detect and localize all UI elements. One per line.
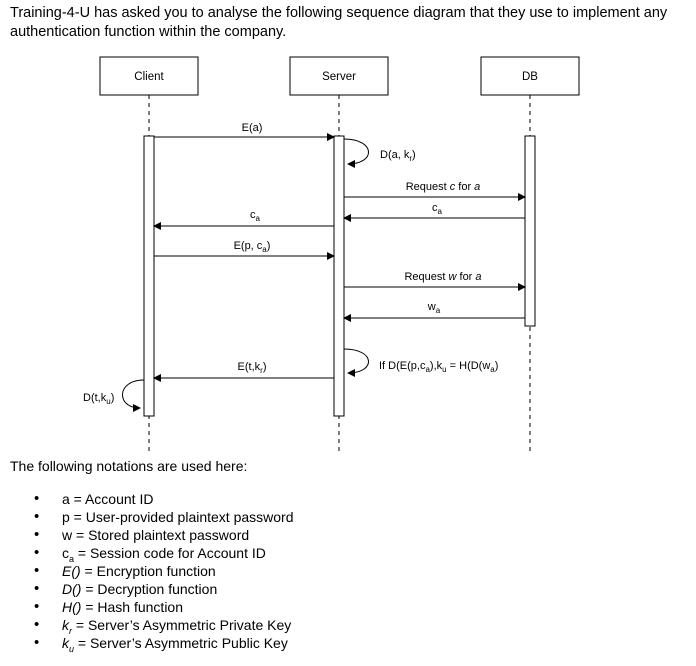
notation-item: p = User-provided plaintext password xyxy=(34,508,293,526)
self-arrow-decrypt-a xyxy=(343,138,369,168)
server-activation xyxy=(333,135,345,417)
label-client-decrypt: D(t,ku) xyxy=(83,392,114,406)
db-activation xyxy=(524,135,536,327)
actor-client-label: Client xyxy=(134,71,164,83)
actor-db: DB xyxy=(480,56,580,96)
actor-client: Client xyxy=(99,56,199,96)
notation-item: ca = Session code for Account ID xyxy=(34,544,294,564)
self-arrow-verify xyxy=(343,348,369,377)
label-request-w: Request w for a xyxy=(404,271,481,283)
label-request-c: Request c for a xyxy=(406,181,481,193)
sequence-diagram: Client Server DB E(a) D(a, kr) Request c… xyxy=(83,56,580,452)
notation-item: kr = Server’s Asymmetric Private Key xyxy=(34,616,294,636)
notation-item: E() = Encryption function xyxy=(34,562,294,580)
label-decrypt-a: D(a, kr) xyxy=(380,149,416,163)
notation-item: w = Stored plaintext password xyxy=(34,526,294,544)
notations-list: a = Account ID p = User-provided plainte… xyxy=(34,490,294,654)
actor-server-label: Server xyxy=(322,71,356,83)
notation-item: D() = Decryption function xyxy=(34,580,294,598)
label-ca-client: ca xyxy=(250,209,261,223)
notation-item: a = Account ID xyxy=(34,490,294,508)
self-arrow-client-decrypt xyxy=(122,379,145,412)
actor-db-label: DB xyxy=(522,71,538,83)
actor-server: Server xyxy=(289,56,389,96)
intro-text: Training-4-U has asked you to analyse th… xyxy=(10,5,668,40)
label-e-a: E(a) xyxy=(242,122,263,134)
notations-title: The following notations are used here: xyxy=(10,458,248,474)
notation-item: ku = Server’s Asymmetric Public Key xyxy=(34,634,294,654)
label-e-p-ca: E(p, ca) xyxy=(234,240,271,254)
client-activation xyxy=(143,135,155,417)
label-ca-db: ca xyxy=(432,202,443,216)
label-verify: If D(E(p,ca),ku = H(D(wa) xyxy=(379,360,498,374)
label-wa: wa xyxy=(427,301,441,315)
label-e-t-kr: E(t,kr) xyxy=(238,361,267,375)
notation-item: H() = Hash function xyxy=(34,598,294,616)
